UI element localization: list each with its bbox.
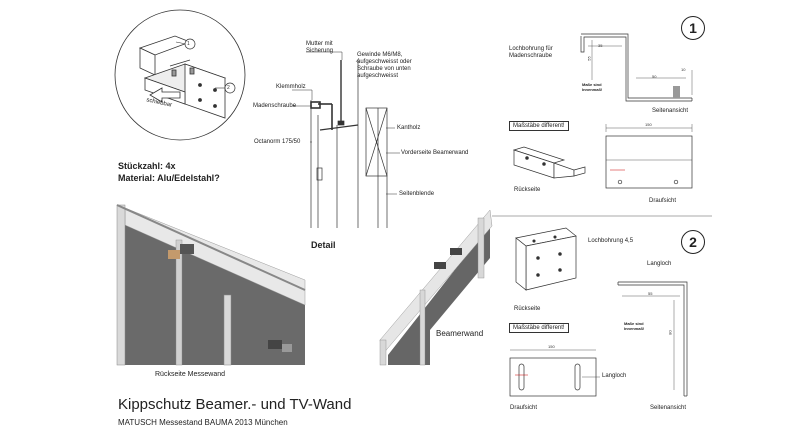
section-leader-lines <box>292 51 400 195</box>
marker-2-label: 2 <box>227 85 230 91</box>
part2-dim-a: 150 <box>548 344 555 349</box>
part2-draufsicht-label: Draufsicht <box>510 405 538 411</box>
photo-back-of-wall <box>116 204 306 366</box>
marker-1-label: 1 <box>187 41 190 47</box>
part2-back-view <box>515 227 577 291</box>
photo-beamer-caption: Beamerwand <box>436 329 484 338</box>
kantholz-label: Kantholz <box>397 125 421 131</box>
madenschraube-label: Madenschraube <box>253 103 297 109</box>
vorderseite-label: Vorderseite Beamerwand <box>401 150 469 156</box>
part2-masse-label: Maße sind Innenmaß! <box>624 321 645 331</box>
part1-dim-e: 50 <box>652 74 657 79</box>
photo-beamer-wall <box>379 209 493 366</box>
part1-rueckseite-label: Rückseite <box>514 187 541 193</box>
page-subtitle: MATUSCH Messestand BAUMA 2013 München <box>118 418 288 427</box>
part1-lochbohrung-label: Lochbohrung für Madenschraube <box>509 46 553 59</box>
part1-masse-label: Maße sind Innenmaß! <box>582 82 603 92</box>
section-detail-drawing <box>310 60 388 228</box>
part2-dim-c: 80 <box>667 330 673 335</box>
part2-seitenansicht-label: Seitenansicht <box>650 405 687 411</box>
part1-dim-a: 35 <box>598 43 603 48</box>
part1-back-view <box>512 146 586 179</box>
part2-lochbohrung-label: Lochbohrung 4,5 <box>588 238 634 244</box>
slide-arrow <box>149 87 181 103</box>
photo-back-caption: Rückseite Messewand <box>155 371 226 378</box>
part1-draufsicht-label: Draufsicht <box>649 198 677 204</box>
part1-side-view <box>580 33 693 102</box>
marker-2-circle <box>224 82 236 94</box>
material-label: Material: Alu/Edelstahl? <box>118 173 220 183</box>
marker-1-circle <box>184 38 196 50</box>
part2-top-view <box>509 349 600 397</box>
octanorm-label: Octanorm 175/50 <box>254 139 301 145</box>
gewinde-label: Gewinde M6/M8, aufgeschweisst oder Schra… <box>357 52 412 79</box>
part2-rueckseite-label: Rückseite <box>514 306 541 312</box>
part2-side-view <box>617 281 688 397</box>
part2-langloch-label: Langloch <box>602 373 627 379</box>
part1-massstaebe-label: Maßstäbe different! <box>509 121 569 131</box>
seitenblende-label: Seitenblende <box>399 191 435 197</box>
page-title: Kippschutz Beamer.- und TV-Wand <box>118 396 352 413</box>
bracket-detail-circle <box>114 9 246 141</box>
part2-dim-b: 55 <box>648 291 653 296</box>
part1-dim-d: 150 <box>645 122 652 127</box>
part1-seitenansicht-label: Seitenansicht <box>652 108 689 114</box>
part1-dim-b: 55 <box>586 56 592 61</box>
part1-number: 1 <box>681 16 705 40</box>
part2-massstaebe-label: Maßstäbe different! <box>509 323 569 333</box>
part1-dim-c: 10 <box>681 67 686 72</box>
mutter-label: Mutter mit Sicherung <box>306 41 334 54</box>
detail-label: Detail <box>311 240 336 250</box>
part2-langloch-top-label: Langloch <box>647 261 672 267</box>
quantity-label: Stückzahl: 4x <box>118 161 176 171</box>
klemmholz-label: Klemmholz <box>276 84 306 90</box>
part1-top-view <box>605 124 693 189</box>
part2-number: 2 <box>681 230 705 254</box>
leader-lines-circle <box>175 41 226 89</box>
